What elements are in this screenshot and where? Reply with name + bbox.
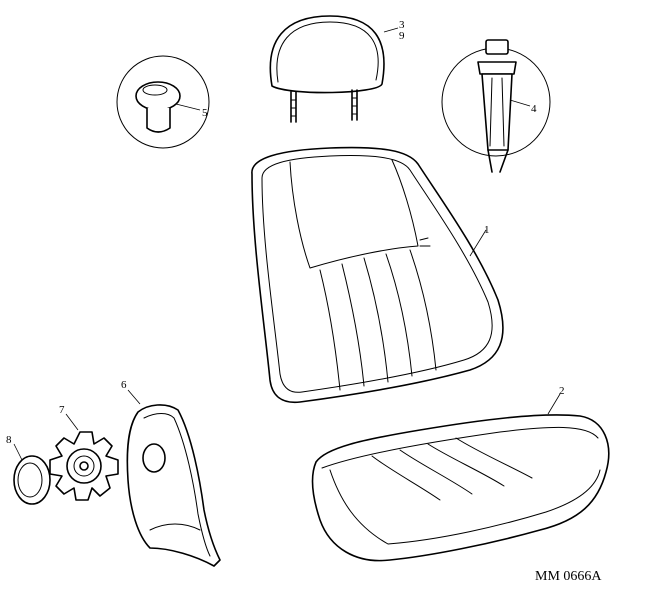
callout-9: 9 xyxy=(399,30,405,42)
cap xyxy=(13,443,51,505)
callout-1: 1 xyxy=(484,224,490,236)
callout-6: 6 xyxy=(121,379,127,391)
drawing-code: MM 0666A xyxy=(535,569,602,584)
callout-2: 2 xyxy=(559,385,565,397)
knob-detail-circle xyxy=(116,55,210,149)
recline-handwheel xyxy=(49,413,119,501)
headrest-guide-detail xyxy=(441,39,551,173)
callout-3: 3 xyxy=(399,19,405,31)
callout-4: 4 xyxy=(531,103,537,115)
callout-8: 8 xyxy=(6,434,12,446)
callout-7: 7 xyxy=(59,404,65,416)
seat-cushion xyxy=(311,393,610,562)
headrest xyxy=(269,15,399,123)
knob-detail xyxy=(116,55,210,149)
side-trim-panel xyxy=(126,389,221,567)
callout-5: 5 xyxy=(202,107,208,119)
seat-back xyxy=(251,146,504,404)
